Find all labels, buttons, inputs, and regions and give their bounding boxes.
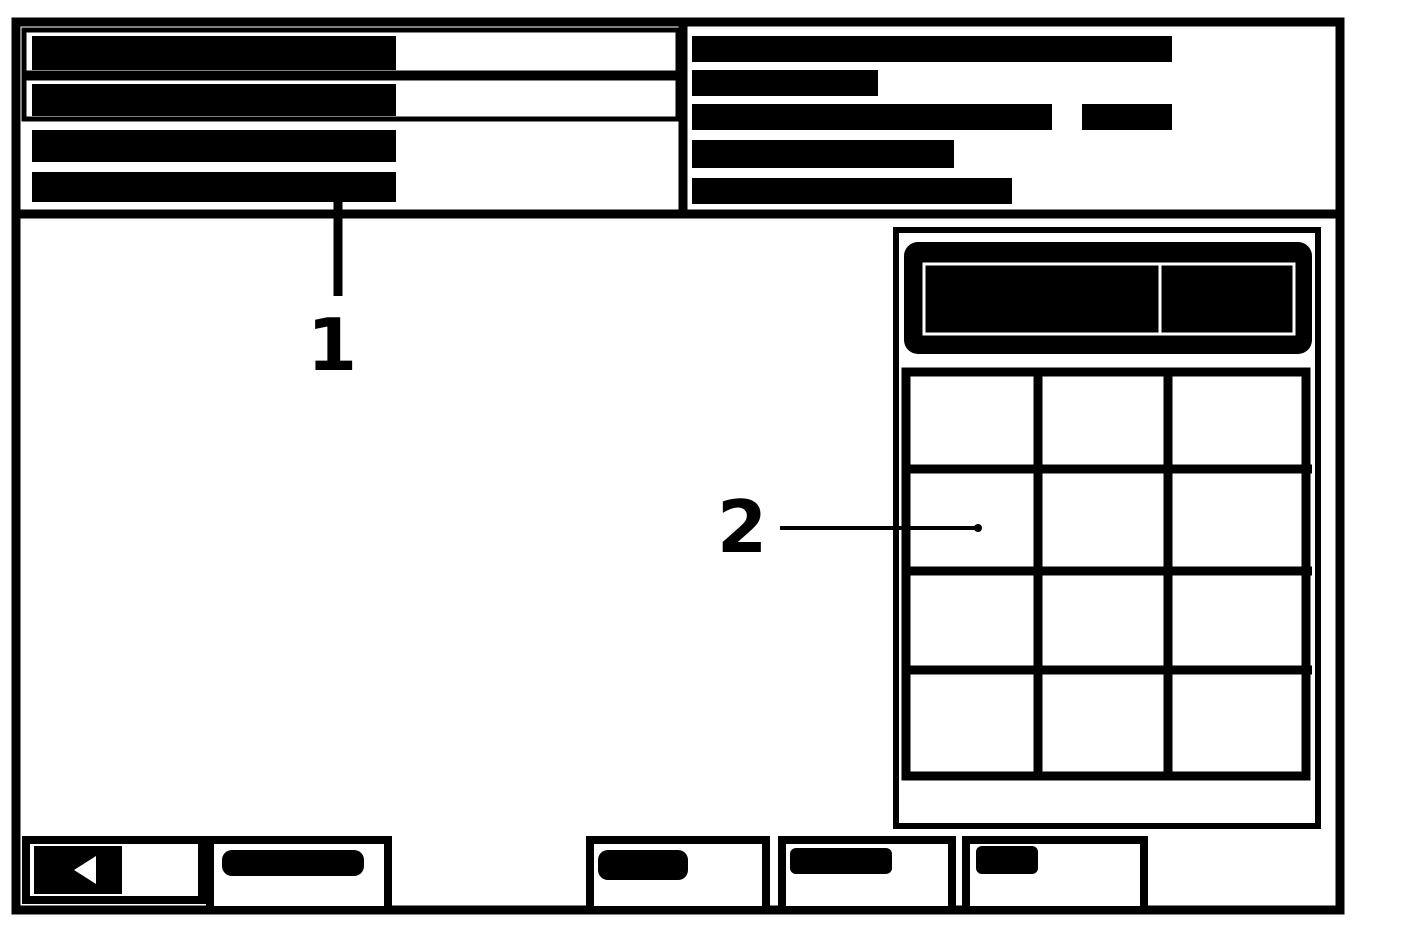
header-left-field-box-1 [21, 27, 681, 76]
keypad-display-window-right [1158, 262, 1296, 336]
softkey-row [22, 836, 1148, 914]
header-left-bar-3 [32, 130, 396, 162]
header-right-fields [692, 36, 1172, 204]
softkey-3[interactable] [586, 836, 770, 914]
softkey-back-right [122, 846, 194, 894]
header-right-bar-4 [692, 140, 954, 168]
keypad-panel [893, 227, 1321, 829]
softkey-4-label-bar [790, 848, 892, 874]
keypad-grid [901, 367, 1312, 781]
header-right-bar-1 [692, 36, 1172, 62]
softkey-5-frame[interactable] [962, 836, 1148, 914]
softkey-5-label-bar [976, 846, 1038, 874]
callout-2-number: 2 [717, 485, 767, 569]
back-arrow-icon [74, 856, 96, 884]
header-left-bar-2 [32, 84, 396, 116]
header-left-bar-1 [32, 36, 396, 70]
header-right-bar-3b [1082, 104, 1172, 130]
softkey-back[interactable] [22, 836, 206, 904]
header-left-fields [21, 27, 681, 202]
header-right-bar-5 [692, 178, 1012, 204]
header-right-bar-3a [692, 104, 1052, 130]
softkey-4[interactable] [778, 836, 956, 914]
softkey-3-label-bar [598, 850, 688, 880]
softkey-2-label-bar [222, 850, 364, 876]
callout-2-leader-dot [974, 524, 982, 532]
callout-1-number: 1 [307, 303, 357, 387]
header-left-field-box-2 [21, 75, 681, 122]
header-left-bar-4 [32, 172, 396, 202]
header-right-bar-2 [692, 70, 878, 96]
softkey-5[interactable] [962, 836, 1148, 914]
keypad-display [904, 242, 1312, 354]
softkey-2[interactable] [206, 836, 392, 914]
